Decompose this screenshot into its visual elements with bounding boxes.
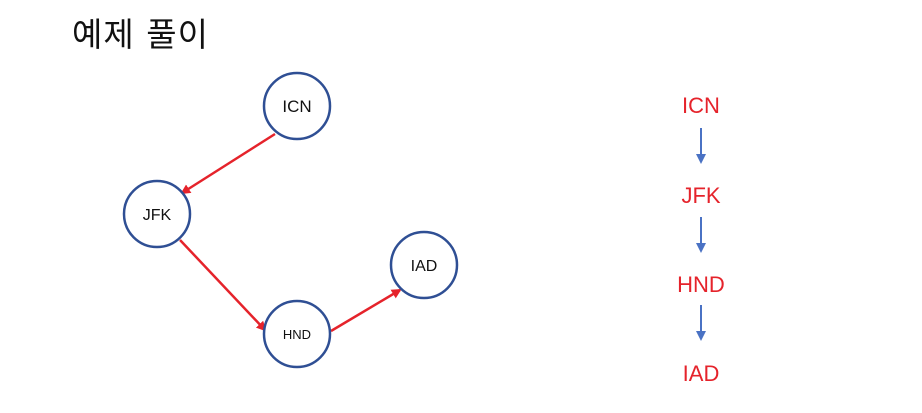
edge-icn-jfk: [180, 132, 276, 195]
node-jfk: JFK: [122, 179, 192, 249]
node-label-iad: IAD: [411, 258, 438, 275]
node-label-icn: ICN: [282, 97, 311, 116]
node-label-jfk: JFK: [143, 207, 172, 224]
node-hnd: HND: [262, 299, 332, 369]
slide-title: 예제 풀이: [72, 15, 209, 54]
edge-hnd-iad: [330, 288, 402, 333]
route-item-jfk: JFK: [681, 183, 721, 208]
route-item-icn: ICN: [682, 93, 720, 118]
node-iad: IAD: [389, 230, 459, 300]
route-item-hnd: HND: [677, 272, 725, 297]
route-item-iad: IAD: [682, 361, 720, 386]
edge-jfk-hnd: [179, 239, 267, 332]
node-label-hnd: HND: [283, 327, 311, 342]
node-icn: ICN: [262, 71, 332, 141]
